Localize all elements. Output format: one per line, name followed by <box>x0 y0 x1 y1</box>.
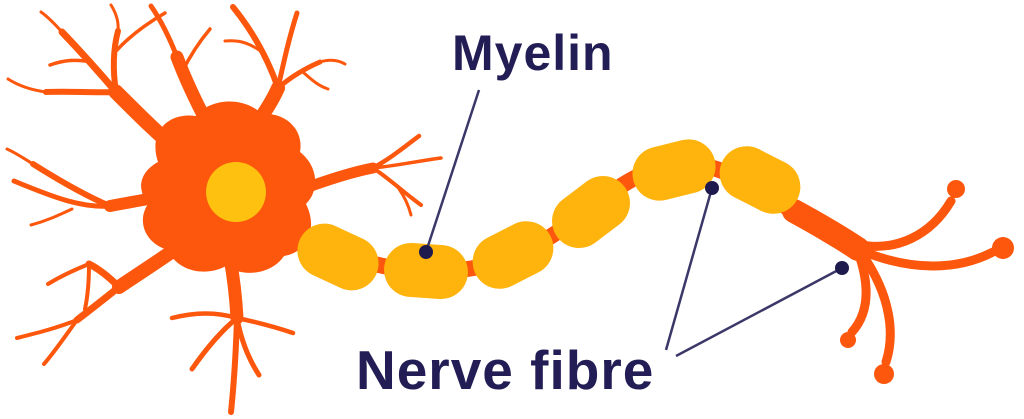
myelin-segment-6 <box>719 146 801 214</box>
myelin-segment-1 <box>297 223 379 291</box>
myelin-pointer-dot <box>419 245 433 259</box>
axon <box>259 156 998 367</box>
myelin-segment-2 <box>384 242 468 300</box>
synaptic-terminal <box>840 332 856 348</box>
synaptic-terminal <box>992 237 1014 259</box>
synaptic-terminal <box>874 364 894 384</box>
myelin-segment-3 <box>472 221 554 289</box>
myelin-segment-4 <box>552 175 630 249</box>
axon-terminal-trunk <box>782 199 870 261</box>
pointer-lines <box>424 89 843 358</box>
nerve-fibre-pointer-dot <box>835 261 849 275</box>
myelin-segment-5 <box>632 139 716 201</box>
synaptic-terminals <box>840 180 1014 384</box>
nerve-fibre-label: Nerve fibre <box>356 339 655 401</box>
node-pointer-dot <box>705 181 719 195</box>
myelin-sheath <box>297 139 801 300</box>
myelin-pointer-line <box>424 89 481 253</box>
myelin-label: Myelin <box>452 25 614 81</box>
axon-terminal-branches <box>847 196 998 367</box>
nerve-fibre-pointer-line-2 <box>675 266 843 358</box>
nerve-fibre-pointer-line-1 <box>664 187 714 351</box>
synaptic-terminal <box>947 180 965 198</box>
nucleus <box>206 162 266 222</box>
dendrites <box>5 3 443 415</box>
pointer-dots <box>419 181 849 275</box>
